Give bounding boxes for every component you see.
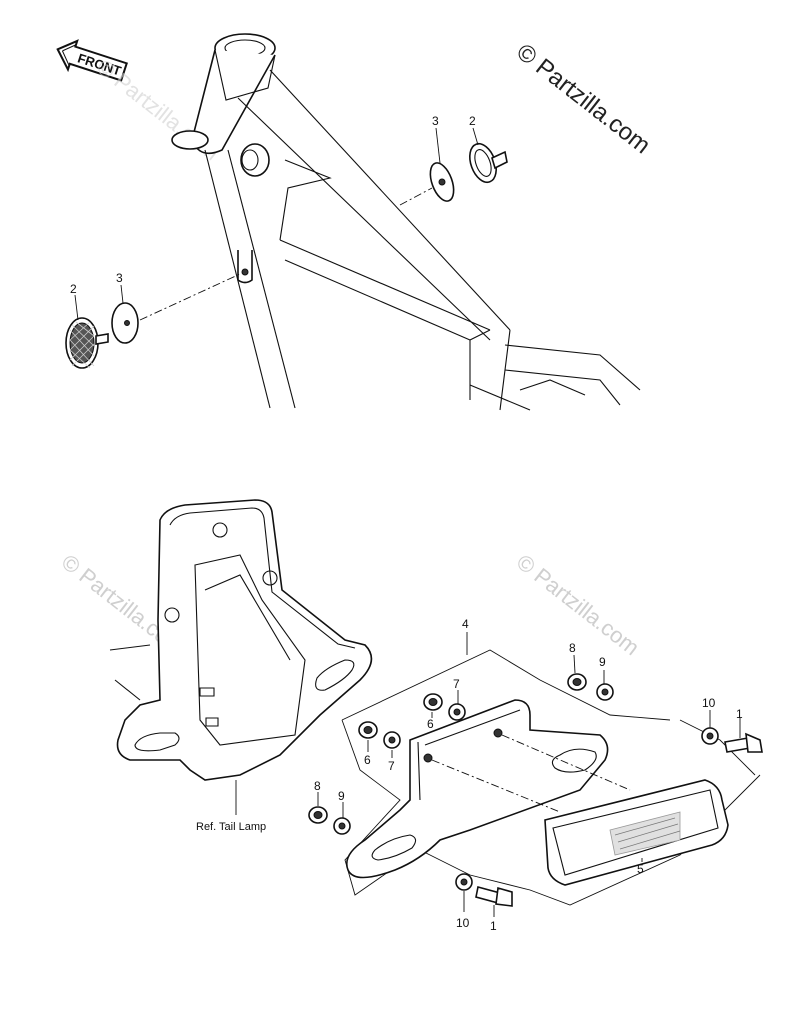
callout-9-right: 9 [599, 655, 606, 669]
frame-drawing [171, 33, 641, 411]
callout-1-bottom: 1 [490, 919, 497, 933]
ref-tail-lamp-label: Ref. Tail Lamp [196, 821, 266, 833]
callout-9-left: 9 [338, 789, 345, 803]
callout-6-top: 6 [427, 717, 434, 731]
arrow-left-icon [56, 39, 128, 82]
callout-1-right: 1 [736, 707, 743, 721]
callout-2-upper-right: 2 [469, 114, 476, 128]
callout-4: 4 [462, 617, 469, 631]
callout-7-top: 7 [453, 677, 460, 691]
reflector-upper-right: 3 2 [399, 114, 508, 206]
callout-7-bottom: 7 [388, 759, 395, 773]
watermark-faint-right: © Partzilla.com [512, 549, 644, 660]
callout-6-bottom: 6 [364, 753, 371, 767]
fasteners-left: 8 9 10 1 [308, 779, 513, 933]
license-bracket [346, 699, 631, 879]
rear-reflector: 5 [544, 779, 729, 886]
callout-3-upper-left: 3 [116, 271, 123, 285]
watermark-main: © Partzilla.com [511, 38, 655, 159]
callout-5: 5 [637, 862, 644, 876]
tail-lamp-base: Ref. Tail Lamp [109, 499, 373, 833]
reflector-upper-left: 2 3 [65, 271, 241, 369]
fasteners-center: 6 7 6 7 [358, 677, 466, 773]
fasteners-right: 8 9 10 1 [567, 641, 763, 753]
callout-10-bottom: 10 [456, 916, 470, 930]
callout-8-right: 8 [569, 641, 576, 655]
callout-3-upper-right: 3 [432, 114, 439, 128]
callout-2-upper-left: 2 [70, 282, 77, 296]
callout-8-left: 8 [314, 779, 321, 793]
callout-10-right: 10 [702, 696, 716, 710]
